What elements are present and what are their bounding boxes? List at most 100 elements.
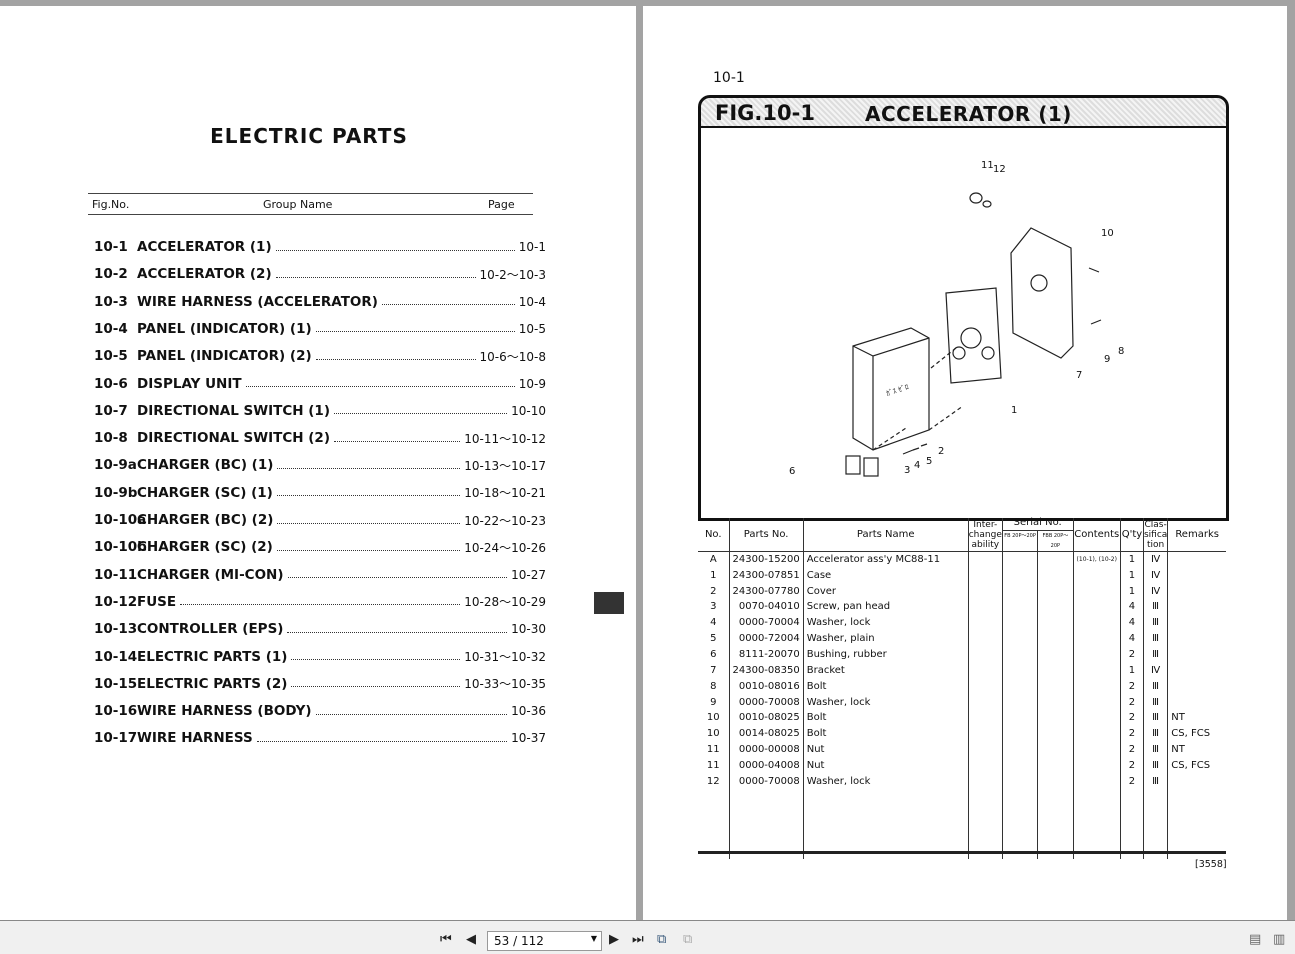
single-page-view-icon[interactable]: ▤ <box>1249 932 1262 947</box>
cell-class: Ⅳ <box>1142 567 1168 584</box>
next-page-icon[interactable]: ▶ <box>609 932 619 947</box>
cell-interchange <box>967 630 1003 647</box>
toc-fig-no: 10-3 <box>94 293 128 310</box>
cell-parts-no: 0000-04008 <box>728 757 804 774</box>
cell-remarks <box>1167 694 1226 710</box>
label-7: 7 <box>1076 370 1082 381</box>
right-page: 10-1 FIG.10-1 ACCELERATOR (1) ｶﾞｽ ｾﾞﾛ 11… <box>643 6 1287 920</box>
header-fig-no: Fig.No. <box>92 198 130 211</box>
left-page: ELECTRIC PARTS Fig.No. Group Name Page 1… <box>0 6 636 920</box>
cell-contents <box>1072 583 1121 600</box>
toc-leader <box>334 440 461 442</box>
toc-leader <box>287 631 508 633</box>
toc-fig-no: 10-4 <box>94 320 128 337</box>
cell-fb <box>1001 709 1038 726</box>
cell-parts-no: 24300-07780 <box>728 583 804 600</box>
toc-group-name: CHARGER (BC) (1) <box>137 457 274 474</box>
cell-qty: 1 <box>1119 662 1144 679</box>
cell-contents <box>1072 694 1121 710</box>
cell-parts-no: 0000-70008 <box>728 694 804 710</box>
cell-class: Ⅲ <box>1142 709 1168 726</box>
exploded-diagram: ｶﾞｽ ｾﾞﾛ 11 12 10 9 8 7 1 2 5 4 3 6 <box>789 160 1124 477</box>
toc-leader <box>315 331 515 333</box>
cell-parts-name: Bolt <box>802 709 969 726</box>
cell-class: Ⅲ <box>1142 725 1168 742</box>
cell-qty: 2 <box>1119 757 1144 774</box>
cell-fb <box>1001 662 1038 679</box>
toc-leader <box>381 304 515 306</box>
prev-page-icon[interactable]: ◀ <box>466 932 476 947</box>
cell-qty: 4 <box>1119 599 1144 615</box>
toc-page: 10-22～10-23 <box>464 513 546 528</box>
label-12: 12 <box>993 164 1006 175</box>
figure-name: ACCELERATOR (1) <box>865 102 1072 126</box>
page-number: 10-1 <box>713 70 745 86</box>
cell-class: Ⅲ <box>1142 614 1168 631</box>
cell-parts-name: Washer, lock <box>802 694 969 710</box>
cell-qty: 1 <box>1119 583 1144 600</box>
cell-fb <box>1001 678 1038 695</box>
toc-leader <box>291 659 461 660</box>
cell-remarks <box>1167 662 1226 679</box>
cell-qty: 2 <box>1119 678 1144 695</box>
cell-fb <box>1001 599 1038 615</box>
label-8: 8 <box>1118 346 1124 357</box>
cell-fbb <box>1037 646 1074 663</box>
cell-class: Ⅲ <box>1142 694 1168 710</box>
case-label: ｶﾞｽ ｾﾞﾛ <box>885 383 910 398</box>
cell-no: 10 <box>706 728 720 740</box>
cell-fb <box>1001 773 1038 790</box>
last-page-icon[interactable]: ⏭ <box>632 932 644 947</box>
copy-page-icon[interactable]: ⧉ <box>657 932 667 947</box>
continuous-view-icon[interactable]: ▥ <box>1273 932 1286 947</box>
cell-interchange <box>967 614 1003 631</box>
cell-parts-no: 24300-15200 <box>728 551 804 568</box>
cell-remarks: CS, FCS <box>1167 725 1226 742</box>
cell-class: Ⅲ <box>1142 773 1168 790</box>
page-selector[interactable]: 53 / 112▼ <box>487 931 602 951</box>
cell-fbb <box>1037 551 1074 568</box>
serial-fbb: FBB 20P～20P <box>1042 533 1069 549</box>
cell-remarks <box>1167 773 1226 790</box>
toc-fig-no: 10-5 <box>94 348 128 365</box>
paste-page-icon[interactable]: ⧉ <box>683 932 693 947</box>
cell-parts-no: 0000-70008 <box>728 773 804 790</box>
cell-parts-no: 0000-00008 <box>728 741 804 758</box>
callout-labels: 11 12 10 9 8 7 1 2 5 4 3 6 <box>789 160 1124 477</box>
cell-no: 6 <box>710 648 717 660</box>
first-page-icon[interactable]: ⏮ <box>440 932 452 947</box>
toc-group-name: ACCELERATOR (1) <box>137 239 272 255</box>
cell-no: 4 <box>710 617 717 629</box>
page-indicator: 53 / 112 <box>494 934 544 948</box>
cell-interchange <box>967 725 1003 742</box>
cell-contents <box>1072 773 1121 790</box>
cell-qty: 2 <box>1119 725 1144 742</box>
toc-leader <box>334 413 508 415</box>
cell-parts-name: Bolt <box>802 678 969 695</box>
toc-fig-no: 10-9b <box>94 484 138 501</box>
header-group-name: Group Name <box>263 198 333 211</box>
cell-interchange <box>967 583 1003 600</box>
